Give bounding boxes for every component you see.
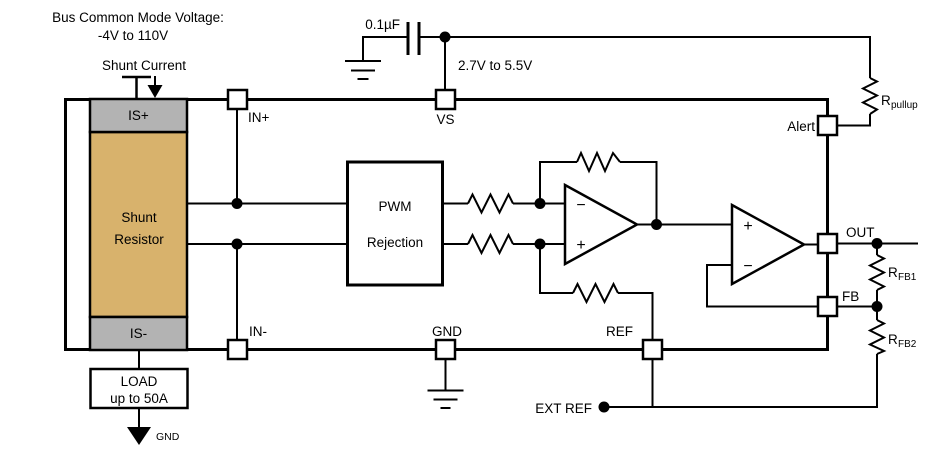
pin-vs-label: VS: [436, 112, 454, 127]
pullup-wires: [445, 36, 871, 127]
opamp2-triangle: [730, 202, 807, 287]
resistor-fb1-icon: [867, 254, 887, 291]
resistor-pullup-symbol: R: [881, 93, 891, 108]
input-resistor-network: [442, 192, 565, 256]
resistor-pullup-icon: [860, 77, 880, 115]
resistor-pullup-subscript: pullup: [891, 100, 918, 111]
resistor-fb1-subscript: FB1: [898, 272, 917, 283]
load-block: LOAD up to 50A GND: [89, 350, 189, 445]
shunt-body: [88, 130, 189, 319]
pin-out: [816, 232, 839, 255]
resistor-ref-icon: [572, 281, 619, 305]
pin-gnd: [434, 338, 457, 361]
pwm-rejection-block: PWM Rejection: [346, 160, 444, 287]
pin-vs: [434, 88, 457, 111]
pin-gnd-label: GND: [432, 324, 462, 339]
ext-ref-node-dot: [598, 401, 610, 413]
capacitor-icon: [406, 22, 421, 55]
junction-dot-in-minus: [231, 238, 243, 250]
ext-ref-network: EXT REF: [535, 359, 654, 416]
bus-voltage-line2: -4V to 110V: [98, 28, 168, 43]
pin-fb: [816, 295, 839, 318]
is-plus-label: IS+: [128, 108, 149, 123]
shunt-current-arrow-icon: [147, 85, 163, 98]
load-box-outline: [89, 367, 189, 410]
ground-icon-capacitor: [345, 60, 381, 80]
pin-in-plus: [226, 88, 249, 111]
load-label-line1: LOAD: [121, 374, 158, 389]
opamp-2: + −: [706, 202, 818, 308]
shunt-current-label: Shunt Current: [102, 58, 186, 73]
junction-dot-opamp1-out: [651, 219, 662, 230]
is-minus-label: IS-: [130, 326, 147, 341]
opamp-1: − +: [539, 150, 732, 340]
load-gnd-arrow-icon: [127, 427, 151, 445]
junction-dot-in-plus: [231, 198, 243, 209]
input-sense-wires: [187, 109, 347, 340]
opamp1-wires: [539, 161, 732, 340]
pin-fb-label: FB: [842, 289, 859, 304]
opamp1-minus-sign: −: [576, 197, 585, 214]
resistor-input-upper-icon: [467, 192, 514, 215]
shunt-terminal-is-plus: [88, 97, 189, 134]
pin-alert: [816, 114, 839, 137]
pin-in-minus: [226, 338, 249, 361]
resistor-fb1-symbol: R: [888, 265, 898, 280]
opamp2-plus-sign: +: [743, 218, 752, 235]
opamp1-triangle: [563, 182, 640, 267]
bus-voltage-line1: Bus Common Mode Voltage:: [52, 10, 224, 25]
pwm-label-line2: Rejection: [367, 235, 423, 250]
pin-ref: [641, 338, 664, 361]
resistor-fb2-icon: [867, 319, 887, 355]
supply-range-label: 2.7V to 5.5V: [458, 58, 532, 73]
output-feedback-network: R FB1 R FB2: [604, 238, 918, 408]
input-resistor-wires: [442, 202, 565, 245]
resistor-fb2-subscript: FB2: [898, 339, 917, 350]
chip-pins: IN+ VS Alert OUT FB REF GND IN-: [226, 88, 875, 361]
resistor-fb2-symbol: R: [888, 332, 898, 347]
junction-dot-out: [871, 238, 883, 249]
pin-in-minus-label: IN-: [249, 324, 267, 339]
pin-ref-label: REF: [606, 324, 633, 339]
ground-icon-gnd: [427, 359, 464, 409]
gnd-ground-symbol: [427, 359, 464, 409]
pin-in-plus-label: IN+: [248, 110, 270, 125]
capacitor-wires: [362, 36, 446, 90]
capacitor-value-label: 0.1µF: [365, 17, 400, 32]
opamp1-plus-sign: +: [576, 237, 585, 254]
pin-alert-label: Alert: [787, 119, 815, 134]
shunt-body-label-line1: Shunt: [121, 210, 157, 225]
shunt-terminal-is-minus: [88, 315, 189, 352]
load-label-line2: up to 50A: [110, 391, 168, 406]
opamp2-minus-sign: −: [743, 258, 752, 275]
resistor-feedback-icon: [576, 150, 621, 174]
junction-dot-fb: [871, 301, 883, 312]
bypass-capacitor-network: 0.1µF 2.7V to 5.5V: [345, 17, 532, 90]
shunt-current-annotation: Shunt Current: [102, 58, 186, 99]
bus-voltage-annotation: Bus Common Mode Voltage: -4V to 110V: [52, 10, 224, 43]
resistor-input-lower-icon: [467, 232, 514, 256]
pullup-network: R pullup: [445, 36, 918, 127]
sense-wires: [187, 109, 347, 340]
shunt-body-label-line2: Resistor: [114, 232, 164, 247]
pin-out-label: OUT: [846, 225, 875, 240]
load-gnd-label: GND: [156, 431, 180, 443]
pwm-block-outline: [346, 160, 444, 287]
ext-ref-label: EXT REF: [535, 401, 592, 416]
shunt-current-terminal: [122, 75, 151, 99]
shunt-resistor-block: IS+ Shunt Resistor IS-: [88, 97, 189, 352]
pwm-label-line1: PWM: [379, 199, 412, 214]
